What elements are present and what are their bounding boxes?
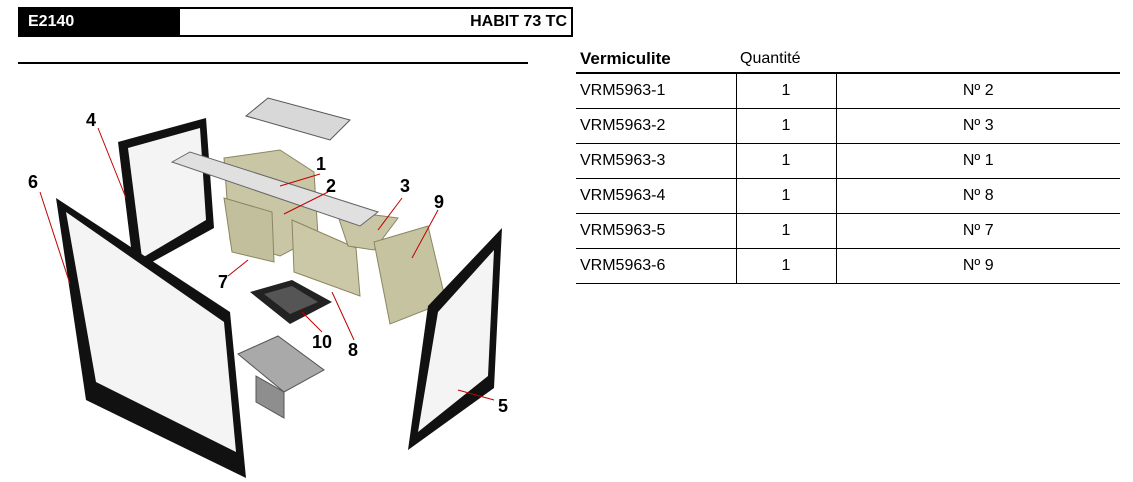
callout-5: 5: [498, 396, 508, 416]
part-number: Nº 3: [835, 108, 1120, 144]
callout-10: 10: [312, 332, 332, 352]
part-ref: VRM5963-6: [576, 248, 736, 284]
table-header-row: Vermiculite Quantité: [576, 46, 1120, 73]
table-title: Vermiculite: [580, 49, 671, 68]
table-row: VRM5963-4 1 Nº 8: [576, 178, 1120, 214]
callout-1: 1: [316, 154, 326, 174]
callout-6: 6: [28, 172, 38, 192]
part-ref: VRM5963-4: [576, 178, 736, 214]
table-row: VRM5963-5 1 Nº 7: [576, 213, 1120, 249]
part-qty: 1: [735, 178, 836, 214]
callout-9: 9: [434, 192, 444, 212]
part-number: Nº 1: [835, 143, 1120, 179]
exploded-parts-diagram: 1 2 3 4 5 6 7 8 9 10: [28, 97, 508, 478]
part-ref: VRM5963-5: [576, 213, 736, 249]
part-number: Nº 9: [835, 248, 1120, 284]
model-name: HABIT 73 TC: [470, 13, 567, 30]
parts-table: Vermiculite Quantité VRM5963-1 1 Nº 2 VR…: [576, 46, 1120, 284]
vermiculite-panel-7: [223, 197, 275, 263]
part-ref: VRM5963-1: [576, 73, 736, 109]
number-header: [836, 46, 1120, 73]
parts-table-container: Vermiculite Quantité VRM5963-1 1 Nº 2 VR…: [576, 46, 1120, 284]
callout-3: 3: [400, 176, 410, 196]
callout-4: 4: [86, 110, 96, 130]
callout-8: 8: [348, 340, 358, 360]
table-row: VRM5963-6 1 Nº 9: [576, 248, 1120, 284]
part-number: Nº 7: [835, 213, 1120, 249]
top-frame-bar: [170, 151, 380, 227]
part-ref: VRM5963-3: [576, 143, 736, 179]
part-qty: 1: [735, 143, 836, 179]
vermiculite-panel-8: [291, 219, 361, 297]
part-qty: 1: [735, 248, 836, 284]
product-code: E2140: [20, 9, 180, 35]
callout-leaders: [39, 127, 495, 401]
ash-drawer: [237, 335, 325, 393]
table-row: VRM5963-2 1 Nº 3: [576, 108, 1120, 144]
table-row: VRM5963-1 1 Nº 2: [576, 73, 1120, 109]
part-number: Nº 2: [835, 73, 1120, 109]
callout-7: 7: [218, 272, 228, 292]
top-deflector-part: [244, 97, 351, 141]
quantity-header: Quantité: [740, 50, 801, 67]
header-rule: [18, 62, 528, 64]
part-ref: VRM5963-2: [576, 108, 736, 144]
table-row: VRM5963-3 1 Nº 1: [576, 143, 1120, 179]
part-qty: 1: [735, 213, 836, 249]
part-qty: 1: [735, 108, 836, 144]
document-header: E2140 HABIT 73 TC: [18, 7, 573, 37]
part-qty: 1: [735, 73, 836, 109]
callout-2: 2: [326, 176, 336, 196]
part-number: Nº 8: [835, 178, 1120, 214]
